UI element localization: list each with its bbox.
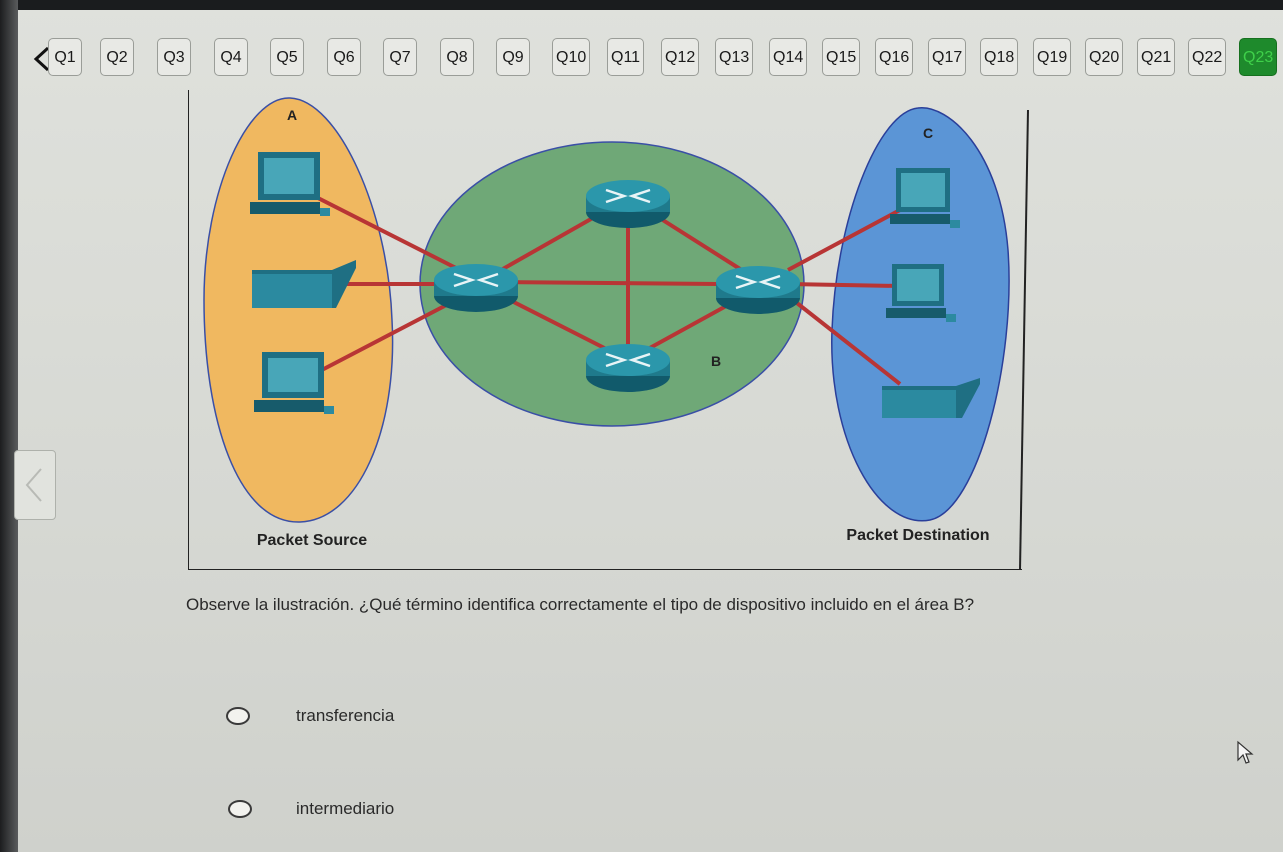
answer-option-intermediario[interactable]: intermediario <box>226 797 486 827</box>
link-r-right-c-pc1 <box>787 208 901 272</box>
radio-button[interactable] <box>226 707 250 725</box>
pc-icon <box>886 264 956 322</box>
answer-option-label: intermediario <box>296 799 395 818</box>
area-c-label: C <box>923 125 933 141</box>
question-nav-q2[interactable]: Q2 <box>100 38 134 76</box>
question-nav-q12[interactable]: Q12 <box>661 38 700 76</box>
question-nav-q19[interactable]: Q19 <box>1033 38 1072 76</box>
destination-caption: Packet Destination <box>846 527 989 544</box>
question-nav-q15[interactable]: Q15 <box>822 38 861 76</box>
question-nav-q4[interactable]: Q4 <box>214 38 248 76</box>
source-caption: Packet Source <box>257 532 367 549</box>
question-nav-q21[interactable]: Q21 <box>1137 38 1176 76</box>
question-nav-q10[interactable]: Q10 <box>552 38 591 76</box>
question-nav-q13[interactable]: Q13 <box>715 38 754 76</box>
router-icon <box>586 344 670 392</box>
question-nav-q6[interactable]: Q6 <box>327 38 361 76</box>
chevron-left-icon <box>33 46 50 72</box>
question-nav-q1[interactable]: Q1 <box>48 38 82 76</box>
link-a-pc2-r1 <box>317 298 457 374</box>
question-nav-q20[interactable]: Q20 <box>1085 38 1124 76</box>
answer-option-label: transferencia <box>296 706 395 725</box>
question-nav-q3[interactable]: Q3 <box>157 38 191 76</box>
back-button[interactable] <box>30 46 56 72</box>
monitor-bezel-left <box>0 0 18 852</box>
area-b-label: B <box>711 353 721 369</box>
question-nav-q18[interactable]: Q18 <box>980 38 1019 76</box>
question-nav-q9[interactable]: Q9 <box>496 38 530 76</box>
question-nav-q23[interactable]: Q23 <box>1239 38 1278 76</box>
cursor-icon <box>1237 740 1254 764</box>
radio-button[interactable] <box>228 800 252 818</box>
monitor-bezel-top <box>0 0 1283 10</box>
answer-option-transferencia[interactable]: transferencia <box>226 704 486 734</box>
link-r1-r-right <box>493 280 719 286</box>
pc-icon <box>254 352 334 414</box>
chevron-left-icon <box>25 468 42 502</box>
link-a-pc1-r1 <box>317 196 457 270</box>
question-nav-q14[interactable]: Q14 <box>769 38 808 76</box>
question-nav-q22[interactable]: Q22 <box>1188 38 1227 76</box>
question-nav-q5[interactable]: Q5 <box>270 38 304 76</box>
question-text: Observe la ilustración. ¿Qué término ide… <box>186 595 975 614</box>
question-nav-q8[interactable]: Q8 <box>440 38 474 76</box>
router-icon <box>586 180 670 228</box>
router-icon <box>434 264 518 312</box>
area-a-label: A <box>287 107 297 123</box>
printer-icon <box>882 378 980 418</box>
pc-icon <box>250 152 330 216</box>
question-nav-q7[interactable]: Q7 <box>383 38 417 76</box>
question-nav-q17[interactable]: Q17 <box>928 38 967 76</box>
link-r-right-c-printer <box>786 294 902 386</box>
question-nav-q16[interactable]: Q16 <box>875 38 914 76</box>
question-nav-q11[interactable]: Q11 <box>607 38 645 76</box>
link-r-right-c-pc2 <box>787 282 901 288</box>
previous-question-button[interactable] <box>14 450 56 520</box>
pc-icon <box>890 168 960 228</box>
network-diagram: A C B Packet Source Packet Destination <box>188 90 1029 570</box>
printer-icon <box>252 260 356 308</box>
router-icon <box>716 266 800 314</box>
network-figure: A C B Packet Source Packet Destination <box>188 90 1034 570</box>
question-nav: Q1 Q2 Q3 Q4 Q5 Q6 Q7 Q8 Q9 Q10 Q11 Q12 Q… <box>30 38 1283 82</box>
figure-frame-right <box>1019 109 1029 570</box>
